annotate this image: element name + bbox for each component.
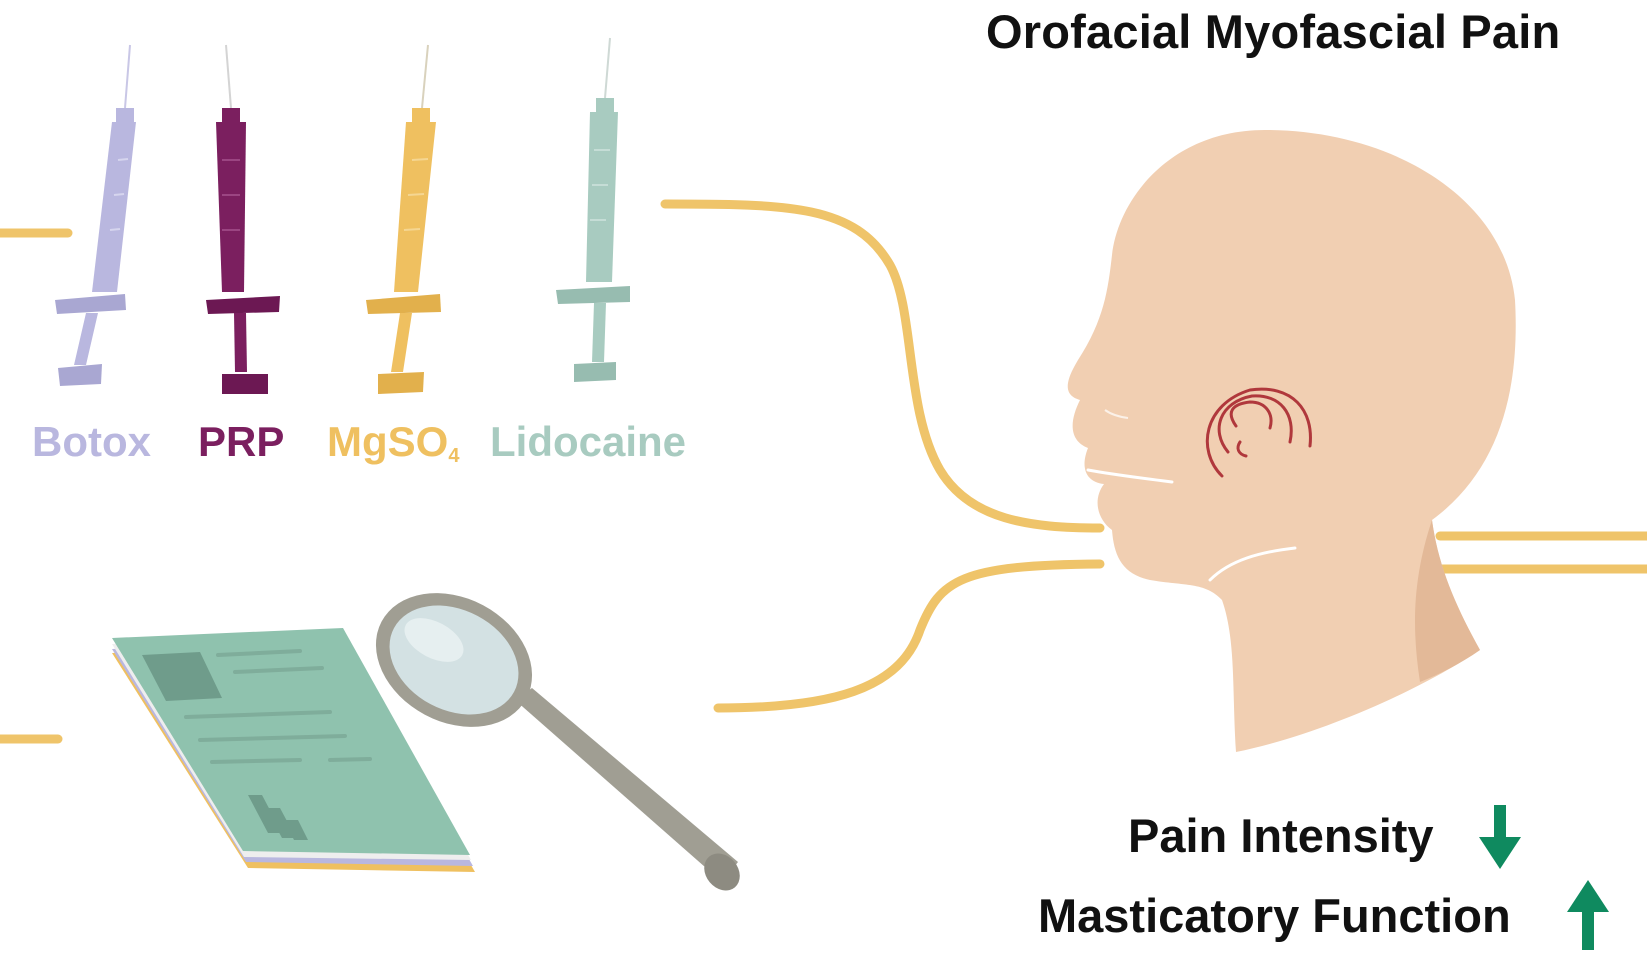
syringe-lidocaine-icon (556, 37, 630, 382)
drug-label-botox-text: Botox (32, 418, 151, 465)
down-arrow-icon (1479, 805, 1521, 869)
outcome-pain-intensity: Pain Intensity (1128, 808, 1434, 863)
drug-label-mgso4: MgSO4 (327, 418, 459, 468)
outcome-masticatory-function-label: Masticatory Function (1038, 889, 1511, 942)
pain-indicator-icon (1205, 387, 1312, 478)
syringe-mgso4-icon (366, 44, 441, 394)
drug-label-botox: Botox (32, 418, 151, 466)
drug-label-mgso4-subscript: 4 (448, 445, 460, 467)
connector-lower (713, 559, 1105, 713)
drug-label-prp: PRP (198, 418, 284, 466)
magnifying-glass-icon (375, 593, 740, 891)
syringe-prp-icon (206, 44, 280, 394)
drug-label-mgso4-text: MgSO (327, 418, 449, 465)
drug-label-lidocaine: Lidocaine (490, 418, 686, 466)
jaw-line (1208, 546, 1297, 582)
research-papers-icon (112, 628, 475, 872)
up-arrow-icon (1567, 880, 1609, 950)
connector-lines (0, 199, 1647, 744)
drug-label-prp-text: PRP (198, 418, 285, 465)
drug-label-lidocaine-text: Lidocaine (490, 418, 687, 465)
title: Orofacial Myofascial Pain (986, 5, 1561, 58)
connector-upper (660, 199, 1105, 533)
mouth-line (1086, 468, 1174, 484)
outcome-masticatory-function: Masticatory Function (1038, 888, 1511, 943)
syringe-botox-icon (55, 44, 136, 386)
outcome-pain-intensity-label: Pain Intensity (1128, 809, 1434, 862)
